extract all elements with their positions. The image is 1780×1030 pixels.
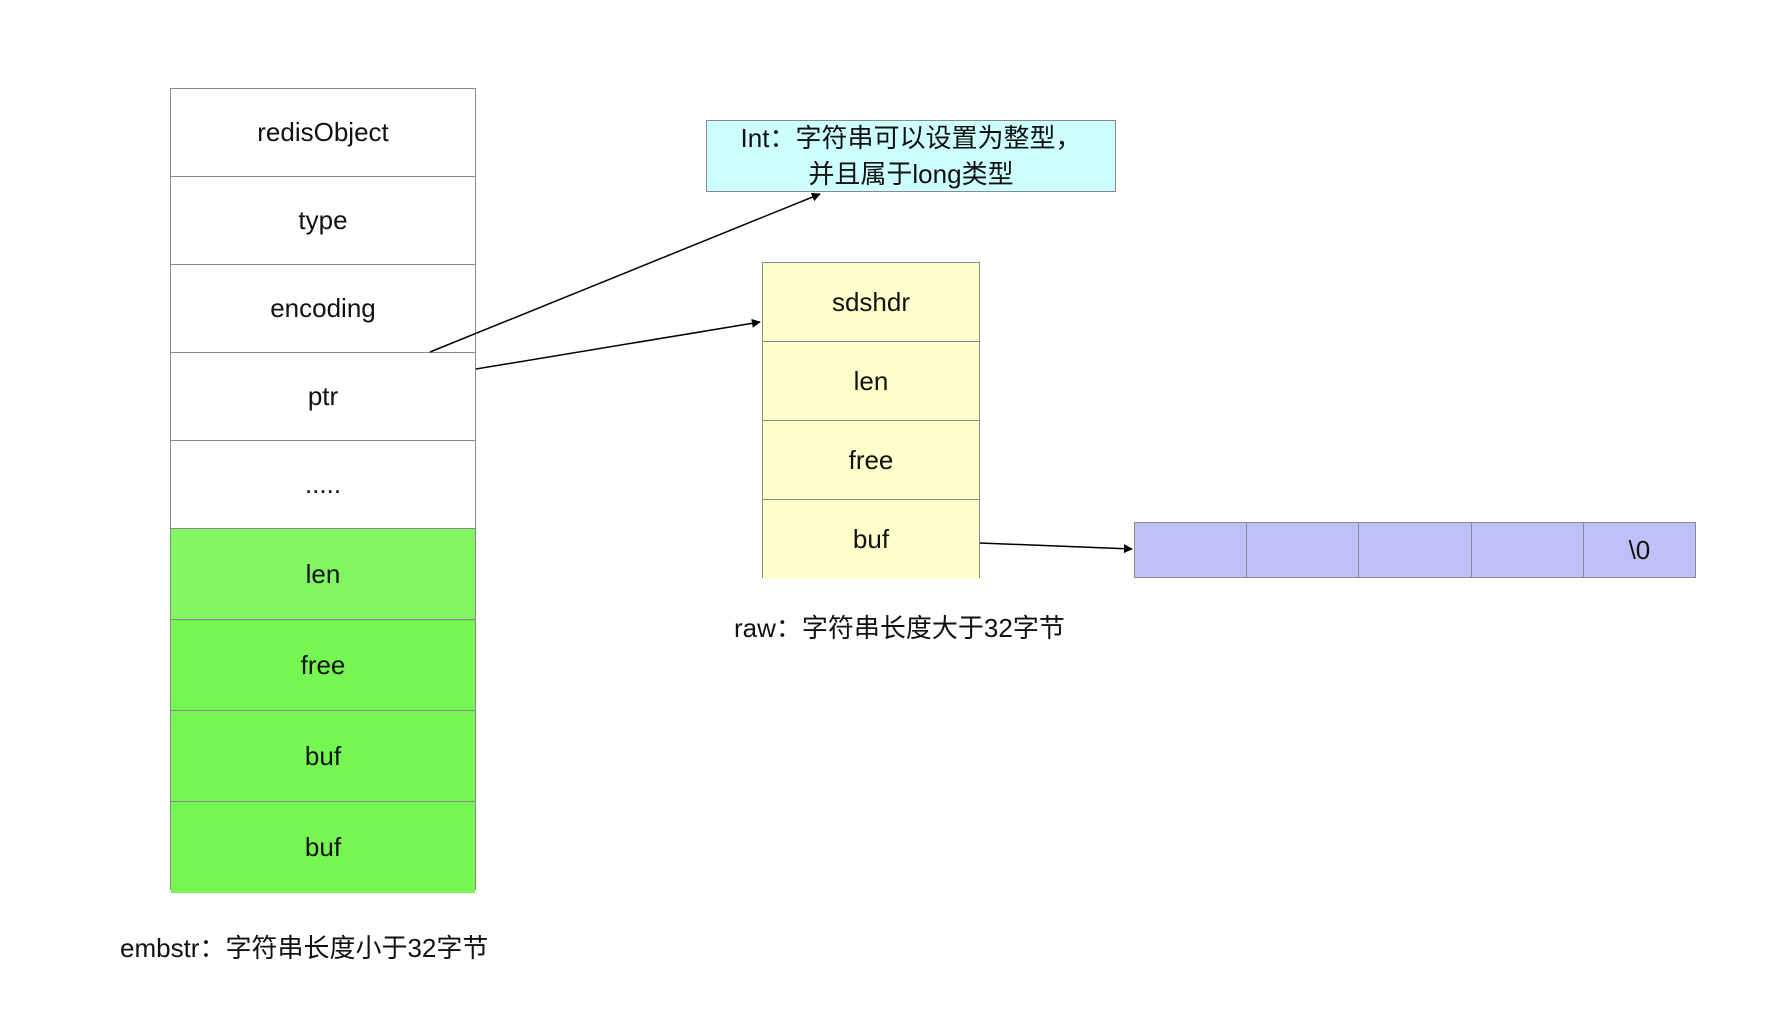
- raw-field-len: len: [763, 342, 979, 421]
- embstr-field-buf: buf: [171, 711, 475, 802]
- field-encoding: encoding: [171, 265, 475, 353]
- int-encoding-note: Int：字符串可以设置为整型， 并且属于long类型: [706, 120, 1116, 192]
- field-ptr: ptr: [171, 353, 475, 441]
- raw-field-sdshdr: sdshdr: [763, 263, 979, 342]
- arrow-encoding-to-int: [429, 192, 821, 353]
- field-ellipsis: .....: [171, 441, 475, 529]
- buffer-slot: [1247, 523, 1360, 577]
- buffer-slot: [1135, 523, 1248, 577]
- embstr-field-len: len: [171, 529, 475, 620]
- embstr-field-free: free: [171, 620, 475, 711]
- raw-sdshdr-stack: sdshdr len free buf: [762, 262, 980, 579]
- field-type: type: [171, 177, 475, 265]
- raw-field-buf: buf: [763, 500, 979, 579]
- embstr-field-buf-2: buf: [171, 802, 475, 893]
- int-note-line-1: Int：字符串可以设置为整型，: [740, 123, 1082, 153]
- embstr-caption: embstr：字符串长度小于32字节: [120, 933, 489, 963]
- raw-caption: raw：字符串长度大于32字节: [734, 613, 1065, 643]
- embstr-object-stack: redisObject type encoding ptr ..... len …: [170, 88, 476, 893]
- field-redisobject: redisObject: [171, 89, 475, 177]
- arrow-buf-to-buffer: [979, 542, 1133, 554]
- buffer-slot: [1472, 523, 1584, 577]
- raw-buffer-array: \0: [1134, 522, 1696, 578]
- arrow-ptr-to-sdshdr: [475, 318, 761, 370]
- raw-field-free: free: [763, 421, 979, 500]
- buffer-terminator-slot: \0: [1628, 534, 1651, 565]
- int-note-line-2: 并且属于long类型: [808, 159, 1014, 189]
- buffer-slot: [1359, 523, 1472, 577]
